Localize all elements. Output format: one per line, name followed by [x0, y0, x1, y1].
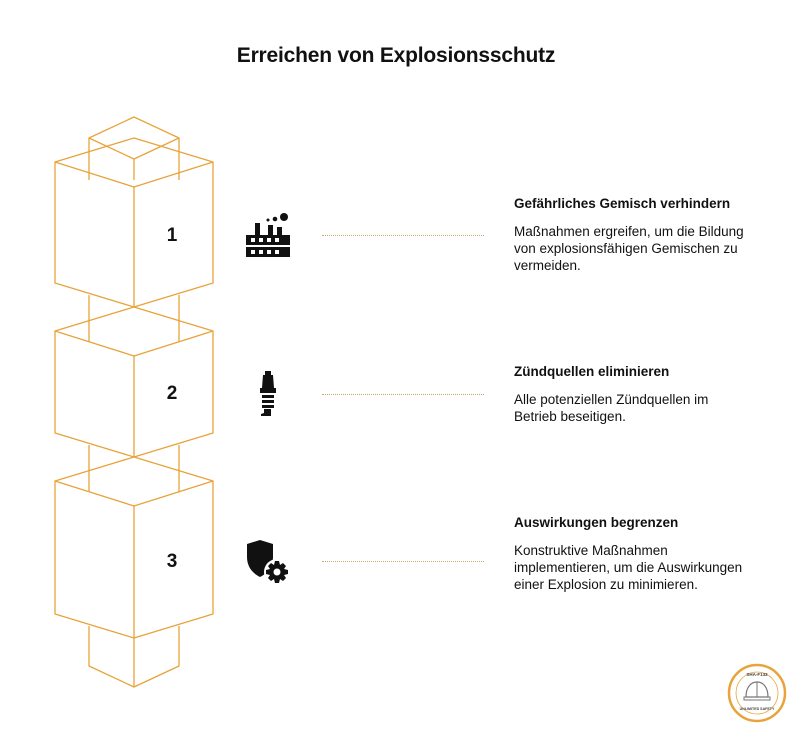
factory-icon — [246, 213, 290, 257]
step-1-title: Gefährliches Gemisch verhindern — [514, 196, 731, 211]
pillar-block-3 — [54, 456, 214, 639]
step-2-description: Alle potenziellen Zündquellen im Betrieb… — [514, 392, 709, 424]
step-2-text: Zündquellen eliminieren Alle potenzielle… — [514, 364, 744, 425]
step-3-title: Auswirkungen begrenzen — [514, 515, 679, 530]
pillar-cap-top — [88, 116, 180, 180]
stacked-pillar-diagram — [54, 116, 214, 688]
step-1-number: 1 — [166, 225, 178, 246]
page-title: Erreichen von Explosionsschutz — [236, 44, 556, 67]
step-1-description: Maßnahmen ergreifen, um die Bildung von … — [514, 224, 744, 273]
svg-text:UNLIMITED SAFETY: UNLIMITED SAFETY — [740, 707, 775, 711]
step-1-connector — [322, 235, 484, 236]
step-1-text: Gefährliches Gemisch verhindern Maßnahme… — [514, 196, 744, 274]
step-3-description: Konstruktive Maßnahmen implementieren, u… — [514, 543, 743, 592]
pillar-connector-2 — [88, 445, 180, 492]
spark-plug-icon — [260, 371, 276, 416]
pillar-base-bottom — [88, 626, 180, 688]
step-2-number: 2 — [166, 383, 178, 404]
step-3-connector — [322, 561, 484, 562]
step-2-connector — [322, 394, 484, 395]
shield-gear-icon — [247, 540, 290, 585]
step-2-title: Zündquellen eliminieren — [514, 364, 670, 379]
pillar-block-2 — [54, 306, 214, 458]
safety-seal-logo: SHA-F132 UNLIMITED SAFETY — [727, 663, 787, 723]
step-3-text: Auswirkungen begrenzen Konstruktive Maßn… — [514, 515, 744, 593]
svg-text:SHA-F132: SHA-F132 — [746, 672, 768, 677]
pillar-connector-1 — [88, 295, 180, 342]
step-3-number: 3 — [166, 551, 178, 572]
